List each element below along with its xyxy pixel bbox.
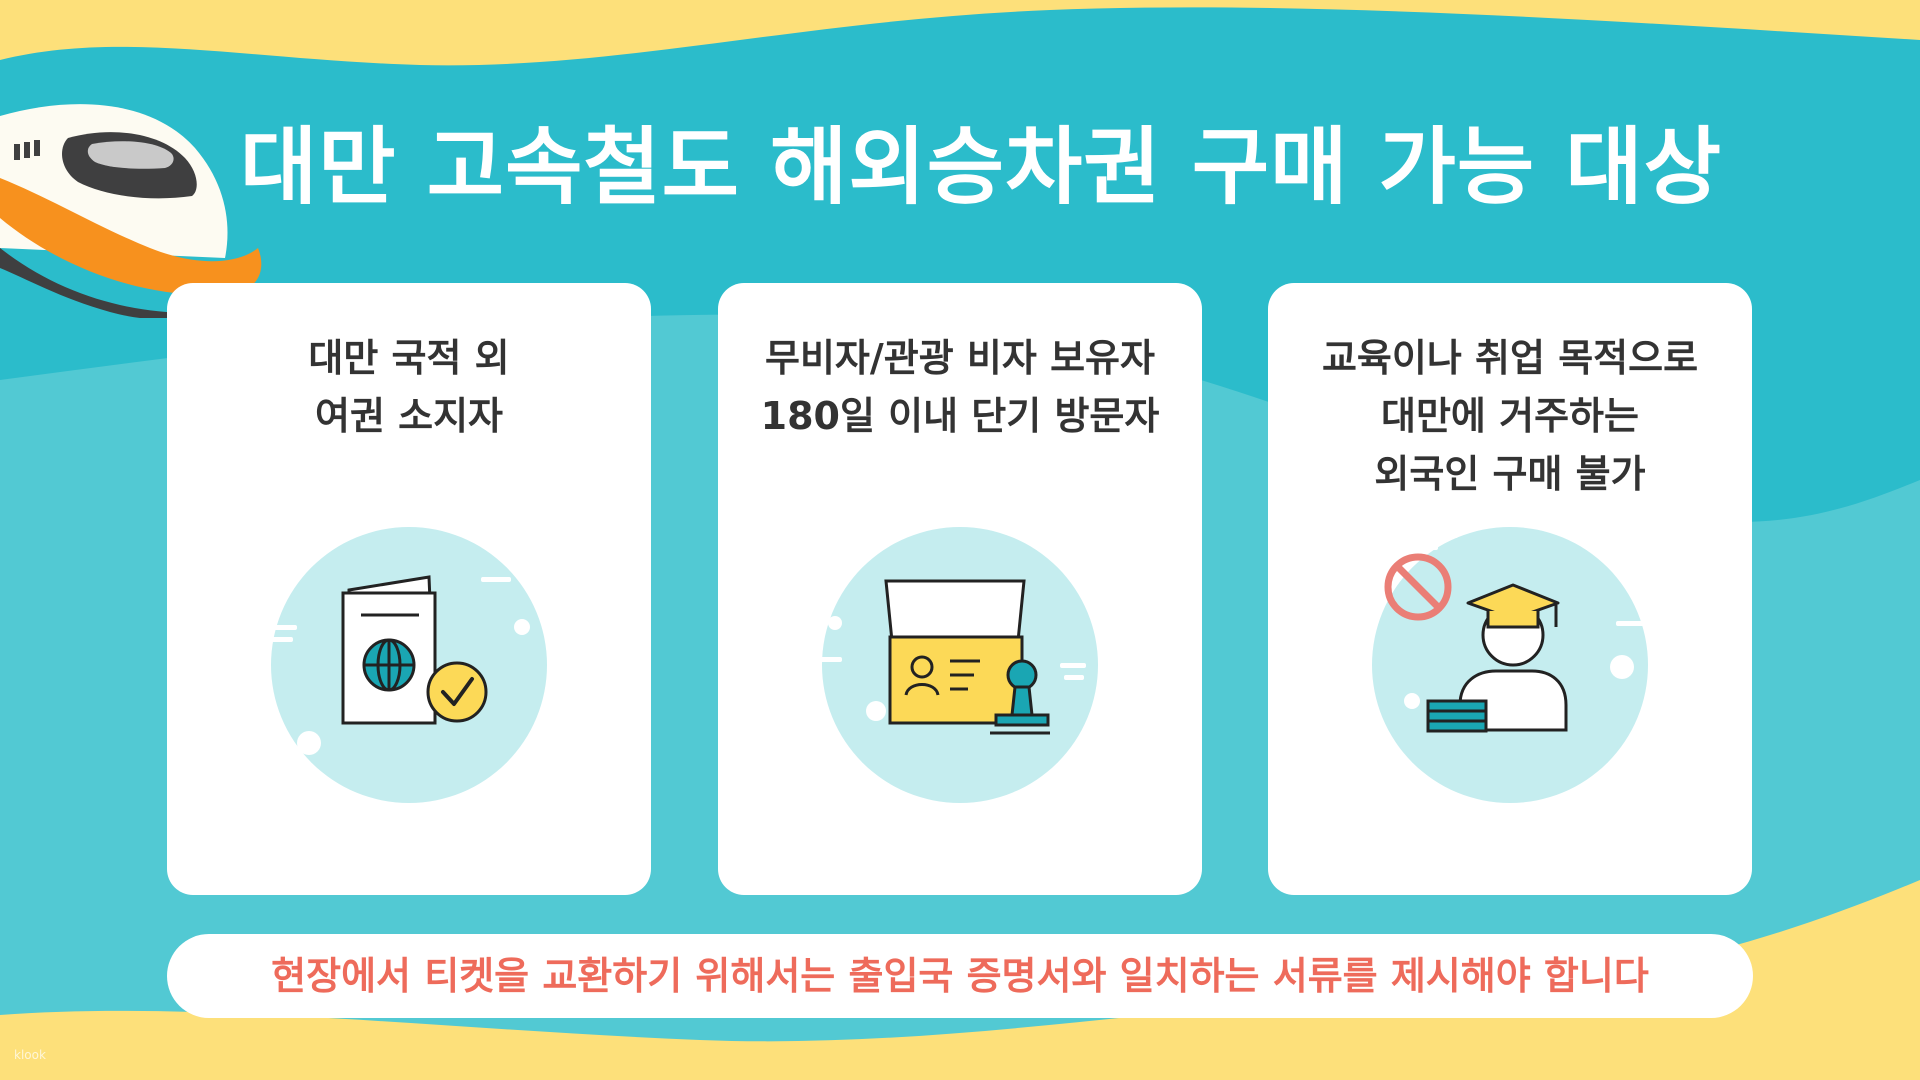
notice-banner: 현장에서 티켓을 교환하기 위해서는 출입국 증명서와 일치하는 서류를 제시해… bbox=[167, 934, 1753, 1018]
visa-stamp-icon bbox=[818, 527, 1098, 803]
card-line: 교육이나 취업 목적으로 bbox=[1321, 336, 1699, 380]
passport-check-icon bbox=[265, 527, 547, 803]
eligibility-card-passport: 대만 국적 외 여권 소지자 bbox=[167, 283, 651, 895]
card-text: 대만 국적 외 여권 소지자 bbox=[167, 329, 651, 445]
card-line: 180일 이내 단기 방문자 bbox=[760, 394, 1160, 438]
page-title: 대만 고속철도 해외승차권 구매 가능 대상 bbox=[240, 118, 1722, 216]
card-text: 교육이나 취업 목적으로 대만에 거주하는 외국인 구매 불가 bbox=[1268, 329, 1752, 503]
card-line: 여권 소지자 bbox=[314, 394, 504, 438]
watermark: klook bbox=[14, 1048, 46, 1062]
student-prohibited-icon bbox=[1372, 527, 1648, 803]
card-text: 무비자/관광 비자 보유자 180일 이내 단기 방문자 bbox=[718, 329, 1202, 445]
card-line: 대만에 거주하는 bbox=[1381, 394, 1639, 438]
train-illustration bbox=[0, 104, 262, 318]
card-line: 외국인 구매 불가 bbox=[1374, 452, 1646, 496]
card-line: 무비자/관광 비자 보유자 bbox=[765, 336, 1155, 380]
notice-text: 현장에서 티켓을 교환하기 위해서는 출입국 증명서와 일치하는 서류를 제시해… bbox=[271, 954, 1649, 998]
eligibility-card-visa: 무비자/관광 비자 보유자 180일 이내 단기 방문자 bbox=[718, 283, 1202, 895]
card-line: 대만 국적 외 bbox=[308, 336, 510, 380]
eligibility-card-resident-prohibited: 교육이나 취업 목적으로 대만에 거주하는 외국인 구매 불가 bbox=[1268, 283, 1752, 895]
